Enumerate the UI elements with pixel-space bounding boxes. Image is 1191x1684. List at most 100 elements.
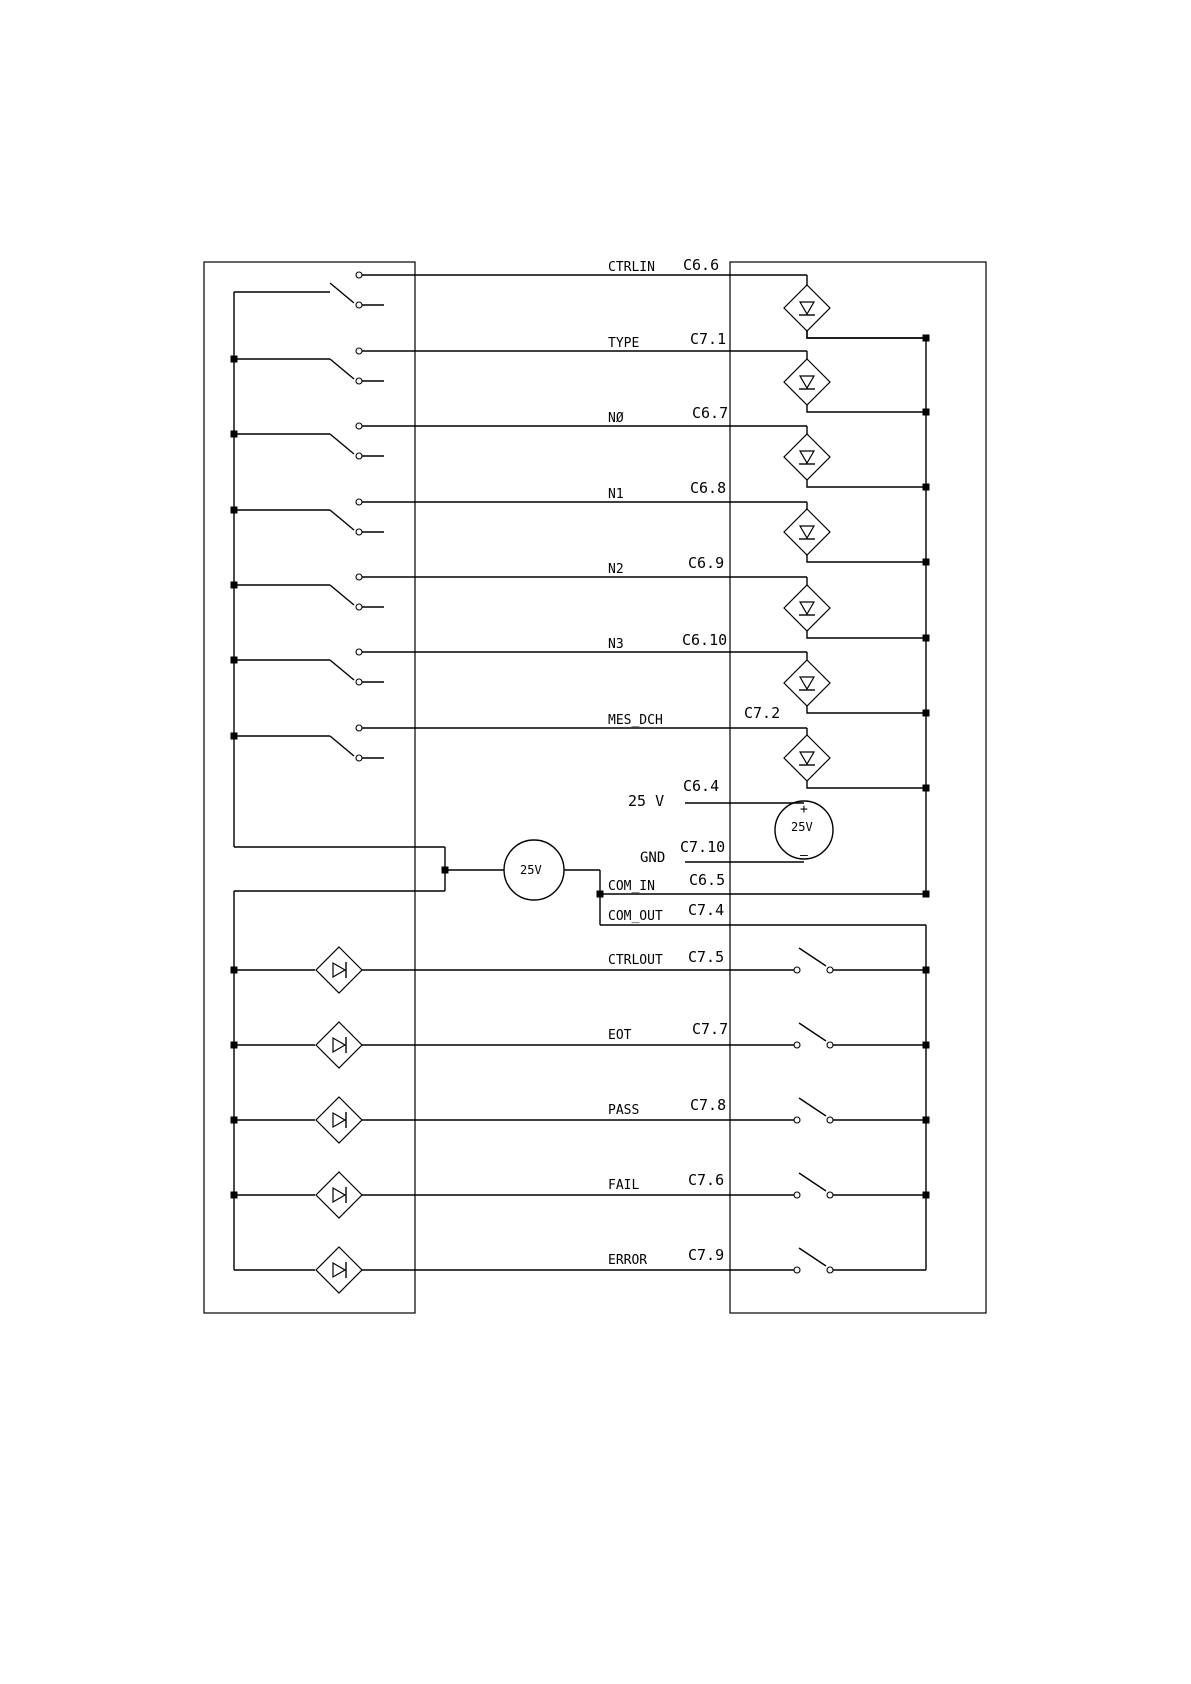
output-switch-blade: [799, 1023, 826, 1041]
junction-dot: [923, 409, 930, 416]
input-signal-label: NØ: [608, 411, 624, 426]
switch-contact: [827, 967, 833, 973]
junction-dot: [923, 559, 930, 566]
switch-contact: [356, 378, 362, 384]
diode-return: [807, 555, 926, 562]
input-pin-label: C7.2: [744, 704, 780, 722]
switch-contact: [356, 348, 362, 354]
output-switch-blade: [799, 1098, 826, 1116]
diamond-outline: [784, 660, 830, 706]
switch-contact: [356, 272, 362, 278]
junction-dot: [442, 867, 449, 874]
junction-dot: [923, 1117, 930, 1124]
input-signal-label: N2: [608, 562, 624, 577]
com-in-label: COM_IN: [608, 879, 655, 894]
input-diode-icon: [784, 735, 830, 781]
output-signal-label: ERROR: [608, 1253, 647, 1268]
input-diode-icon: [784, 509, 830, 555]
output-switch-blade: [799, 1248, 826, 1266]
input-signal-label: N3: [608, 637, 624, 652]
switch-blade: [330, 283, 354, 303]
diamond-outline: [784, 585, 830, 631]
switch-contact: [827, 1192, 833, 1198]
diamond-outline: [316, 1097, 362, 1143]
junction-dot: [231, 733, 238, 740]
diamond-outline: [784, 509, 830, 555]
output-diode-icon: [316, 1247, 362, 1293]
switch-blade: [330, 736, 354, 756]
output-pin-label: C7.9: [688, 1246, 724, 1264]
output-pin-label: C7.6: [688, 1171, 724, 1189]
diamond-outline: [316, 1022, 362, 1068]
junction-dot: [231, 1042, 238, 1049]
junction-dot: [231, 431, 238, 438]
switch-contact: [356, 604, 362, 610]
input-diode-icon: [784, 434, 830, 480]
diode-return: [807, 706, 926, 713]
v25-label: 25 V: [628, 792, 664, 810]
input-diode-icon: [784, 660, 830, 706]
junction-dot: [923, 710, 930, 717]
switch-contact: [356, 499, 362, 505]
left-source-label: 25V: [520, 863, 542, 877]
junction-dot: [231, 356, 238, 363]
output-signal-label: CTRLOUT: [608, 953, 663, 968]
junction-dot: [231, 1117, 238, 1124]
switch-blade: [330, 660, 354, 680]
junction-dot: [231, 582, 238, 589]
switch-contact: [794, 1267, 800, 1273]
diode-return: [807, 781, 926, 788]
right-source-plus: +: [800, 802, 808, 817]
output-pin-label: C7.7: [692, 1020, 728, 1038]
switch-contact: [356, 755, 362, 761]
diamond-outline: [784, 735, 830, 781]
junction-dot: [231, 967, 238, 974]
junction-dot: [923, 1042, 930, 1049]
output-switch-blade: [799, 948, 826, 966]
input-pin-label: C6.9: [688, 554, 724, 572]
input-pin-label: C6.7: [692, 404, 728, 422]
symbol-layer: [231, 272, 930, 1293]
diode-return: [807, 631, 926, 638]
output-diode-icon: [316, 1172, 362, 1218]
input-signal-label: CTRLIN: [608, 260, 655, 275]
output-pin-label: C7.8: [690, 1096, 726, 1114]
junction-dot: [923, 635, 930, 642]
switch-contact: [794, 1042, 800, 1048]
output-switch-blade: [799, 1173, 826, 1191]
junction-dot: [923, 785, 930, 792]
input-signal-label: TYPE: [608, 336, 639, 351]
junction-dot: [923, 1192, 930, 1199]
input-diode-icon: [784, 585, 830, 631]
junction-dot: [231, 1192, 238, 1199]
output-pin-label: C7.5: [688, 948, 724, 966]
first-diode-return: [807, 331, 926, 338]
diamond-outline: [316, 1247, 362, 1293]
junction-dot: [923, 967, 930, 974]
input-signal-label: N1: [608, 487, 624, 502]
diamond-outline: [784, 359, 830, 405]
input-pin-label: C6.10: [682, 631, 727, 649]
right-source-minus: –: [800, 848, 808, 863]
switch-blade: [330, 585, 354, 605]
switch-contact: [356, 574, 362, 580]
input-signal-label: MES_DCH: [608, 713, 663, 728]
switch-contact: [356, 725, 362, 731]
output-diode-icon: [316, 1097, 362, 1143]
diamond-outline: [316, 1172, 362, 1218]
output-signal-label: FAIL: [608, 1178, 639, 1193]
diode-return: [807, 331, 926, 338]
junction-dot: [923, 484, 930, 491]
output-diode-icon: [316, 1022, 362, 1068]
com-in-pin-label: C6.5: [689, 871, 725, 889]
v25-pin-label: C6.4: [683, 777, 719, 795]
output-signal-label: PASS: [608, 1103, 639, 1118]
switch-contact: [794, 1117, 800, 1123]
junction-dot: [923, 891, 930, 898]
switch-contact: [356, 302, 362, 308]
switch-contact: [356, 679, 362, 685]
junction-dot: [597, 891, 604, 898]
input-pin-label: C6.6: [683, 256, 719, 274]
switch-contact: [827, 1267, 833, 1273]
